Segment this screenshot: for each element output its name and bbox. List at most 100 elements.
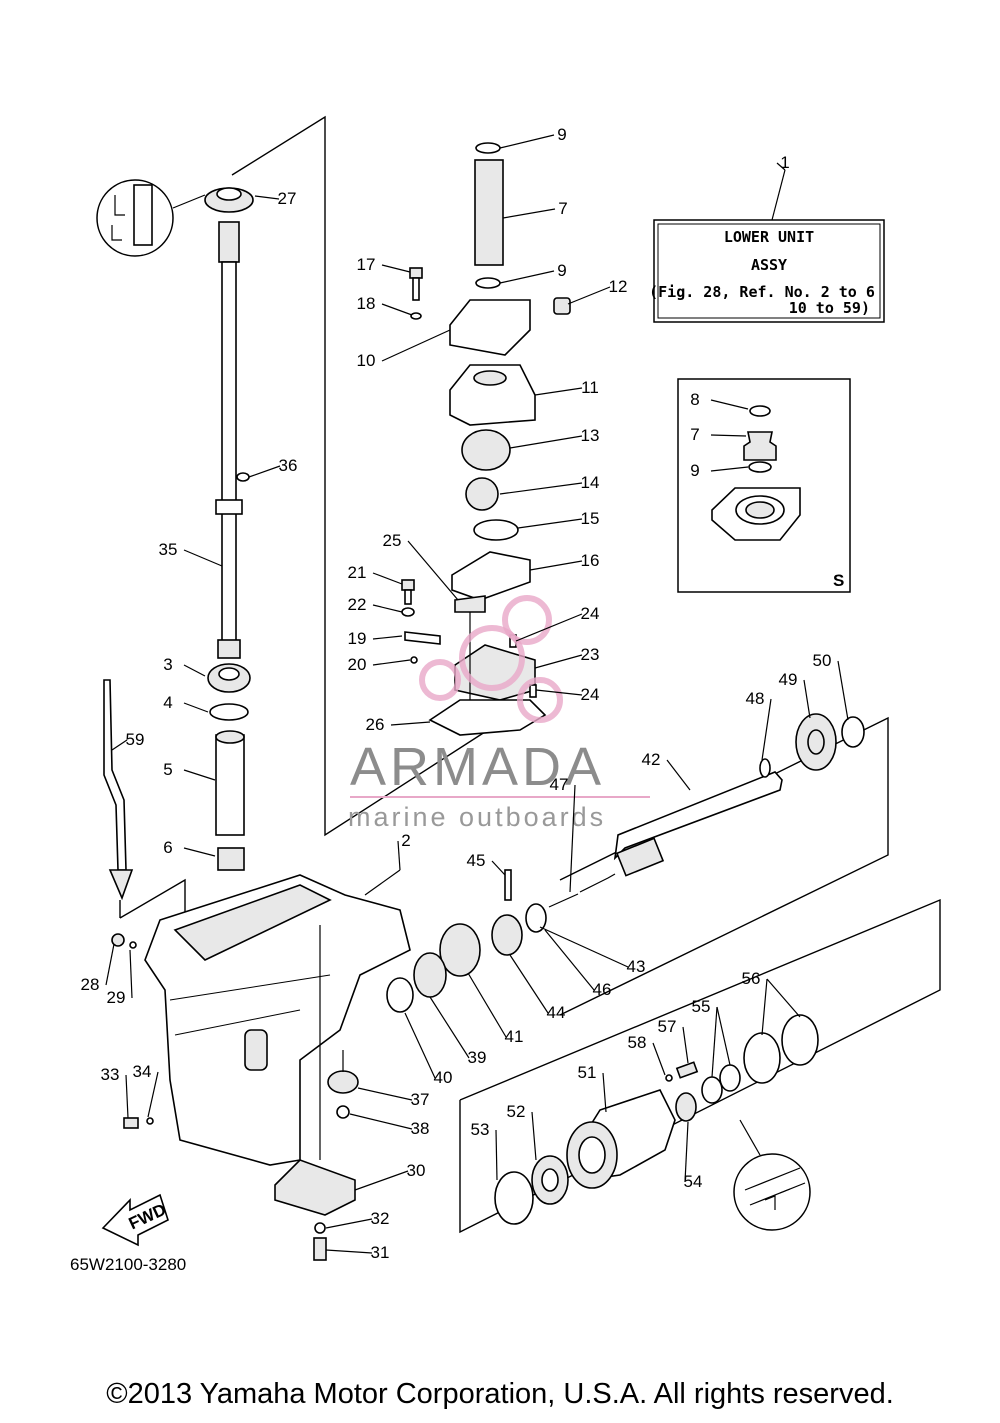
- lower-unit-assy-box: LOWER UNIT ASSY (Fig. 28, Ref. No. 2 to …: [649, 169, 885, 323]
- callout-57: 57: [658, 1017, 677, 1036]
- casing-fasteners: [111, 933, 154, 1129]
- anode-parts: [274, 925, 356, 1261]
- callout-27: 27: [278, 189, 297, 208]
- watermark-subtitle: marine outboards: [348, 802, 606, 832]
- leader-line-58: [652, 1042, 666, 1076]
- leader-line-31: [325, 1249, 373, 1254]
- leader-line-20: [372, 659, 411, 666]
- leader-line-55: [716, 1006, 731, 1066]
- lower-casing: [144, 869, 411, 1166]
- leader-line-9: [499, 270, 555, 284]
- callout-38: 38: [411, 1119, 430, 1138]
- fwd-arrow-icon: FWD: [101, 1193, 169, 1247]
- leader-line-12: [567, 286, 611, 305]
- callout-9: 9: [690, 461, 699, 480]
- leader-line-28: [105, 943, 115, 986]
- callout-55: 55: [692, 997, 711, 1016]
- callout-18: 18: [357, 294, 376, 313]
- leader-line-25: [407, 540, 459, 601]
- leader-line-15: [517, 518, 583, 529]
- leader-line-49: [803, 679, 811, 719]
- callout-32: 32: [371, 1209, 390, 1228]
- leader-line-19: [372, 635, 403, 640]
- leader-line-17: [381, 264, 411, 273]
- callout-11: 11: [581, 378, 599, 397]
- leader-line-27: [254, 195, 280, 200]
- propeller-shaft-parts: [386, 713, 865, 1013]
- leader-line-32: [325, 1218, 373, 1229]
- callout-14: 14: [581, 473, 600, 492]
- callout-6: 6: [163, 838, 172, 857]
- callout-22: 22: [348, 595, 367, 614]
- box-line-3: (Fig. 28, Ref. No. 2 to 6: [649, 283, 875, 301]
- callout-34: 34: [133, 1062, 152, 1081]
- callout-8: 8: [690, 390, 699, 409]
- leader-line-5: [183, 769, 216, 781]
- callout-40: 40: [434, 1068, 453, 1087]
- callout-46: 46: [593, 980, 612, 999]
- drive-shaft-parts: [103, 187, 254, 901]
- callout-56: 56: [742, 969, 761, 988]
- callout-20: 20: [348, 655, 367, 674]
- armada-watermark: ARMADA marine outboards: [348, 595, 650, 832]
- box-line-1: LOWER UNIT: [724, 228, 814, 246]
- callout-48: 48: [746, 689, 765, 708]
- leader-line-9: [499, 134, 555, 149]
- callout-42: 42: [642, 750, 661, 769]
- callout-35: 35: [159, 540, 178, 559]
- callout-23: 23: [581, 645, 600, 664]
- callout-50: 50: [813, 651, 832, 670]
- leader-line-22: [372, 604, 403, 613]
- callout-labels: 1234567789991011121314151617181920212223…: [81, 125, 832, 1262]
- water-pump-parts: [401, 142, 571, 736]
- leader-line-7: [710, 434, 747, 437]
- leader-line-56: [761, 978, 768, 1036]
- leader-line-30: [354, 1170, 409, 1191]
- callout-3: 3: [163, 655, 172, 674]
- callout-10: 10: [357, 351, 376, 370]
- grease-symbol-bottom: [733, 1119, 811, 1231]
- leader-line-59: [111, 739, 128, 751]
- callout-30: 30: [407, 1161, 426, 1180]
- leader-line-39: [429, 996, 470, 1059]
- callout-51: 51: [578, 1063, 597, 1082]
- leader-line-34: [147, 1071, 159, 1118]
- leader-line-51: [602, 1072, 607, 1113]
- leader-line-4: [183, 702, 209, 713]
- leader-line-14: [499, 482, 583, 495]
- callout-31: 31: [371, 1243, 390, 1262]
- callout-9: 9: [557, 261, 566, 280]
- leader-line-55: [711, 1006, 718, 1078]
- leader-line-9: [710, 466, 749, 472]
- leader-line-21: [372, 572, 403, 585]
- leader-line-1: [776, 162, 786, 171]
- leader-line-29: [129, 949, 133, 999]
- leader-line-24: [515, 613, 583, 642]
- leader-line-6: [183, 847, 216, 857]
- callout-53: 53: [471, 1120, 490, 1139]
- inset-s-label: S: [833, 571, 844, 590]
- callout-26: 26: [366, 715, 385, 734]
- callout-24: 24: [581, 604, 600, 623]
- callout-54: 54: [684, 1172, 703, 1191]
- leader-line-44: [509, 954, 549, 1014]
- leader-line-2: [397, 840, 401, 871]
- leader-line-52: [531, 1111, 537, 1161]
- leader-line-26: [390, 721, 431, 726]
- copyright-notice: ©2013 Yamaha Motor Corporation, U.S.A. A…: [106, 1378, 894, 1410]
- leader-line-8: [710, 399, 749, 410]
- callout-45: 45: [467, 851, 486, 870]
- leader-line-36: [248, 465, 281, 478]
- inset-s-box: S: [677, 378, 851, 593]
- leader-line-13: [509, 435, 583, 449]
- leader-line-23: [534, 654, 583, 669]
- callout-9: 9: [557, 125, 566, 144]
- leader-line-53: [495, 1129, 498, 1181]
- leader-line-50: [837, 660, 849, 721]
- callout-41: 41: [505, 1027, 524, 1046]
- callout-16: 16: [581, 551, 600, 570]
- callout-5: 5: [163, 760, 172, 779]
- leader-line-47: [569, 784, 576, 893]
- callout-44: 44: [547, 1003, 566, 1022]
- pinion-parts: [327, 1050, 359, 1119]
